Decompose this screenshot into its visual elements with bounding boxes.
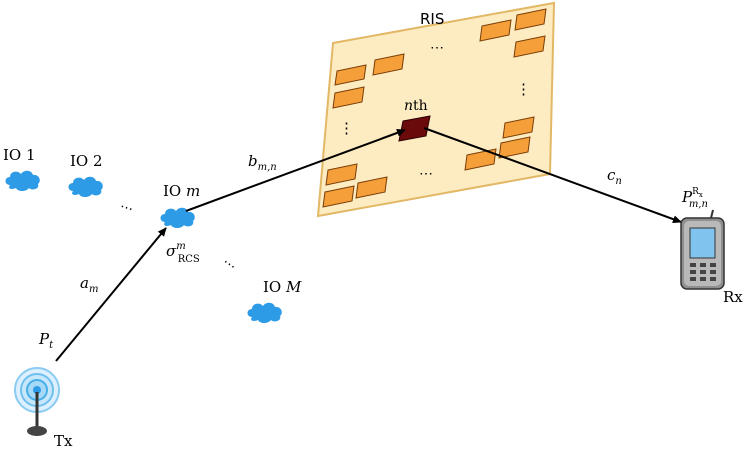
path-c-label: cn [607,166,622,187]
ris-nth-label: nth [404,98,428,114]
transmitter-antenna-icon [14,367,60,436]
receiver-phone-icon [680,209,725,290]
path-a-label: am [80,274,98,295]
ris-panel: RIS nth ⋯ ⋯ ⋮ ⋮ [316,1,556,218]
tx-power-label: Pt [38,330,54,351]
propagation-paths [55,127,682,362]
ris-vdots-right: ⋮ [516,80,531,98]
dots-io2-iom: ⋯ [118,199,135,217]
ris-element [334,64,367,86]
ris-vdots-left: ⋮ [339,119,354,137]
path-b-arrow [185,129,406,212]
io-m-label: IO m [163,182,200,200]
io-2-label: IO 2 [70,152,103,170]
io-1-label: IO 1 [3,146,36,164]
ris-element [513,35,546,58]
ris-element [372,53,405,76]
interfering-objects [5,170,282,323]
ris-element [479,19,512,42]
ris-element [514,8,547,31]
path-b-label: bm,n [248,152,277,173]
rx-label: Rx [723,288,743,306]
io-2-cloud-icon [68,176,103,197]
dots-iom-ioM: ⋯ [219,255,238,275]
io-m-cloud-icon [160,207,195,228]
path-a-arrow [55,227,167,362]
io-M-label: IO M [263,278,302,296]
ris-element [502,116,535,139]
ris-dots-top: ⋯ [430,40,444,56]
ris-dots-bottom: ⋯ [419,166,433,182]
ris-element [322,185,355,208]
ris-title: RIS [420,10,444,28]
ris-element [355,176,388,199]
path-c-arrow [423,127,682,224]
ris-elements [322,8,547,208]
io-M-cloud-icon [247,302,282,323]
ris-element [325,163,358,186]
io-1-cloud-icon [5,170,40,191]
ris-board [316,1,556,218]
ris-element [498,136,531,159]
ris-element [332,86,365,109]
tx-label: Tx [54,432,73,450]
